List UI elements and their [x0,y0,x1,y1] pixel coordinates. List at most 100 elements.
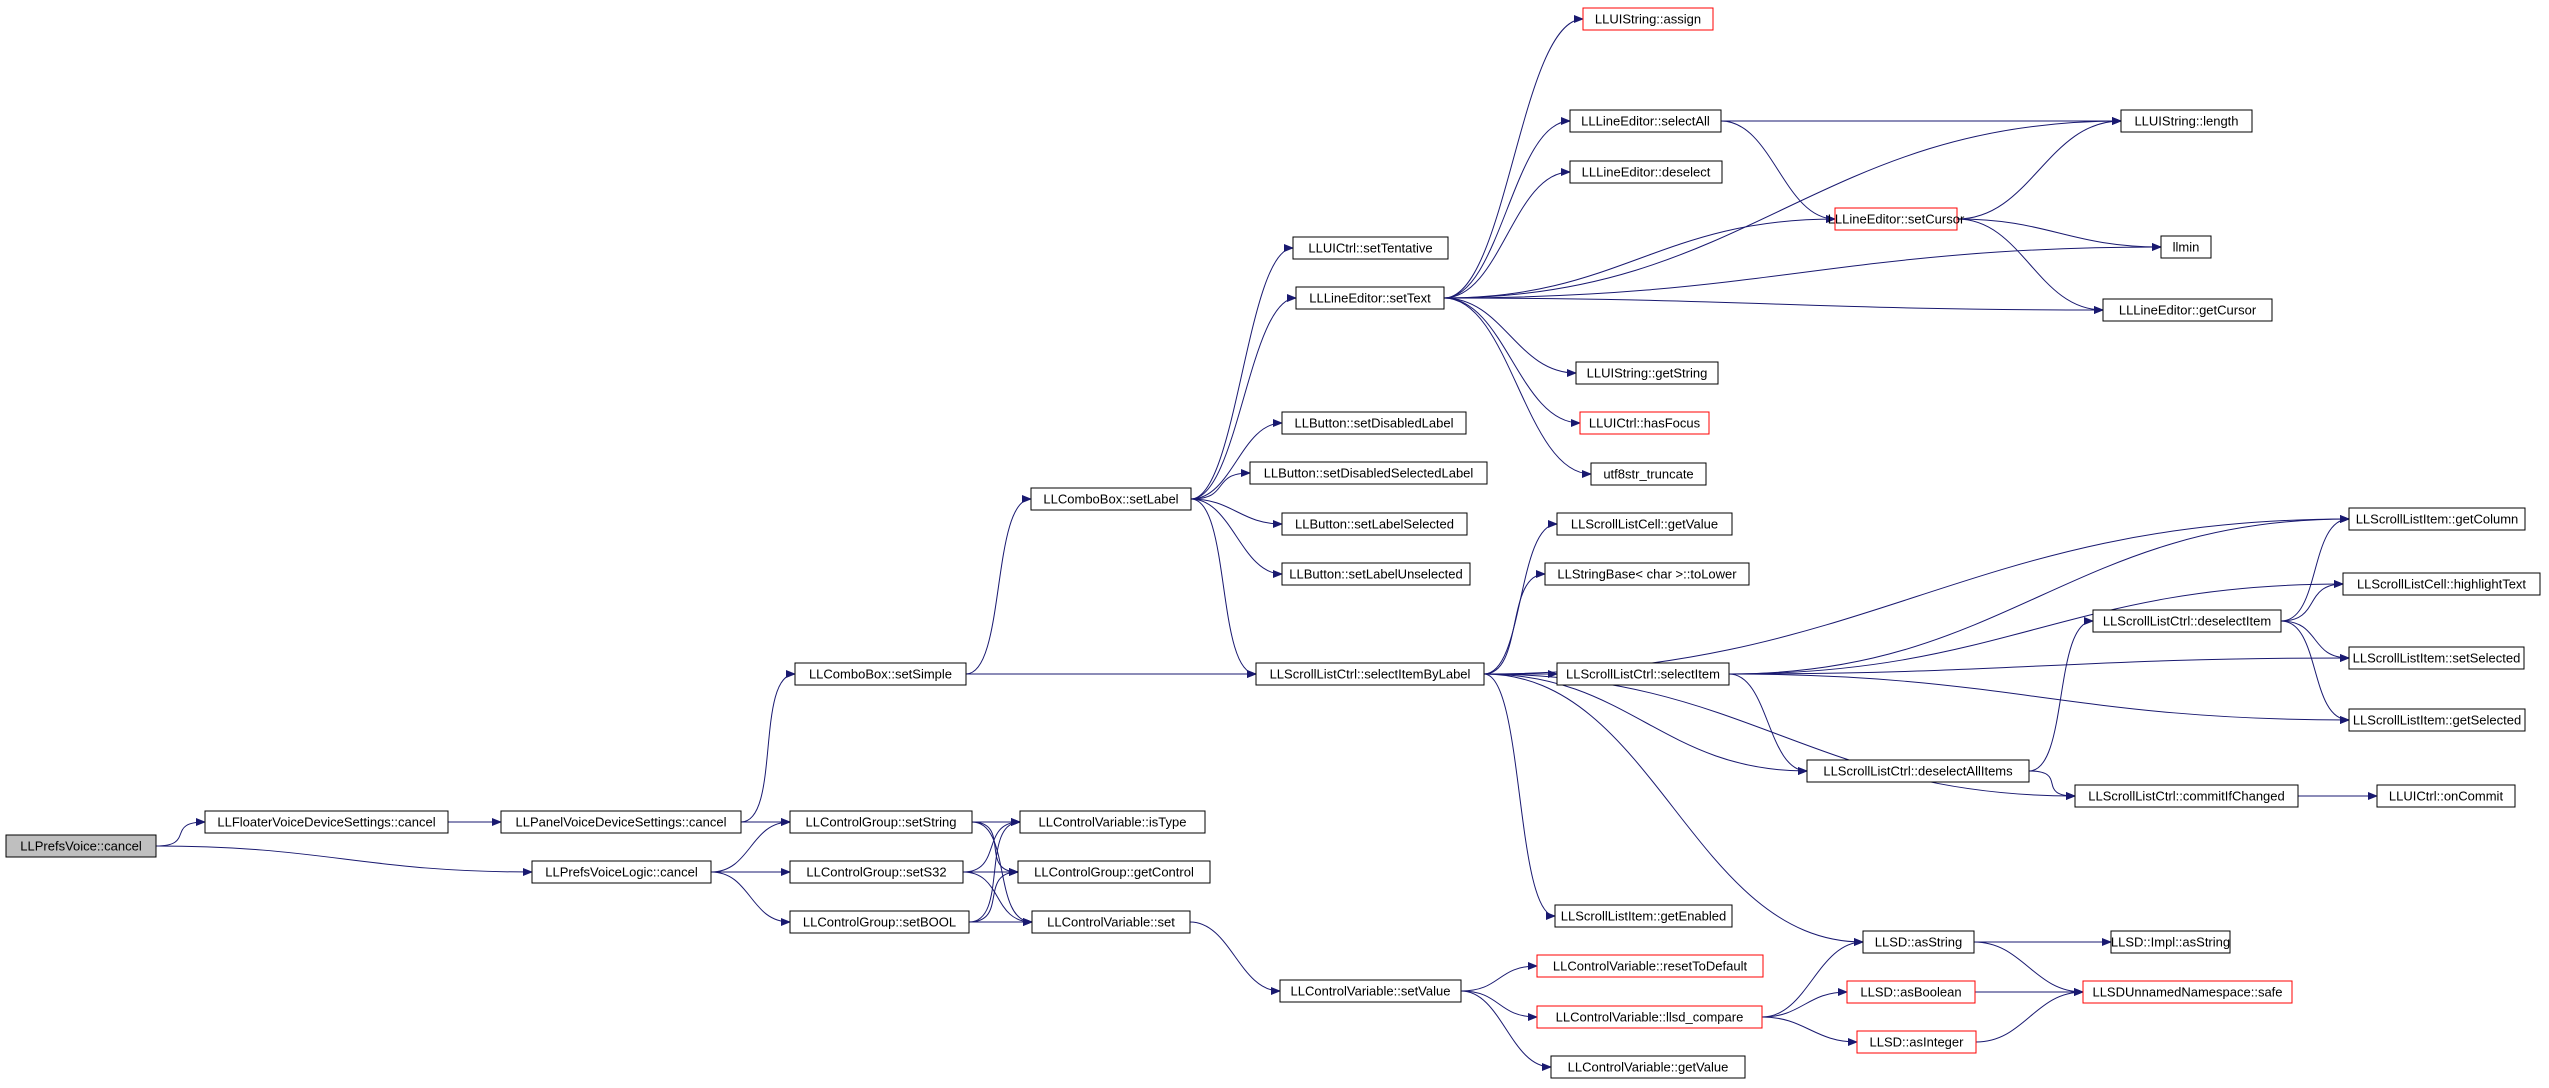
edge-arrow [1189,921,1281,995]
node-llscrolllistctrl-deselectitem[interactable]: LLScrollListCtrl::deselectItem [2092,609,2282,633]
edge-arrow [968,868,1019,923]
edge-arrow [1443,117,2122,299]
node-llsd-impl-asstring[interactable]: LLSD::Impl::asString [2110,930,2231,954]
edge-arrow [1761,988,1848,1018]
node-label: LLScrollListItem::getColumn [2356,512,2519,527]
node-box [1536,1005,1763,1029]
node-llbutton-setdisabledlabel[interactable]: LLButton::setDisabledLabel [1281,411,1467,435]
node-llcontrolgroup-setstring[interactable]: LLControlGroup::setString [789,810,973,834]
node-llscrolllistctrl-deselectallitems[interactable]: LLScrollListCtrl::deselectAllItems [1806,759,2030,783]
node-llpanelvoicedevicesettings-cancel[interactable]: LLPanelVoiceDeviceSettings::cancel [500,810,742,834]
node-box [1554,904,1733,928]
node-llprefsvoice-cancel[interactable]: LLPrefsVoice::cancel [5,834,157,858]
node-llcombobox-setsimple[interactable]: LLComboBox::setSimple [794,662,967,686]
node-box [1582,7,1714,31]
node-box [1281,512,1468,536]
node-llscrolllistitem-getenabled[interactable]: LLScrollListItem::getEnabled [1554,904,1733,928]
edge-arrow [1190,498,1257,678]
node-lluictrl-oncommit[interactable]: LLUICtrl::onCommit [2376,784,2516,808]
node-llscrolllistcell-highlighttext[interactable]: LLScrollListCell::highlightText [2342,572,2541,596]
node-box [1017,860,1211,884]
node-lluistring-length[interactable]: LLUIString::length [2120,109,2253,133]
node-label: LLLineEditor::deselect [1582,165,1711,180]
edge-arrow [1483,515,2350,675]
node-box [1575,361,1719,385]
edge-arrow [1460,990,1552,1071]
node-label: LLControlVariable::resetToDefault [1553,959,1748,974]
node-lluistring-assign[interactable]: LLUIString::assign [1582,7,1714,31]
node-llcontrolvariable-setvalue[interactable]: LLControlVariable::setValue [1279,979,1462,1003]
edge-arrow [2028,770,2076,800]
node-llcontrolvariable-getvalue[interactable]: LLControlVariable::getValue [1550,1055,1746,1079]
node-llscrolllistitem-getcolumn[interactable]: LLScrollListItem::getColumn [2348,507,2526,531]
node-llscrolllistcell-getvalue[interactable]: LLScrollListCell::getValue [1556,512,1733,536]
node-label: LLButton::setLabelUnselected [1289,567,1462,582]
node-lllineeditor-getcursor[interactable]: LLLineEditor::getCursor [2102,298,2273,322]
node-label: LLControlGroup::setString [805,815,956,830]
node-lluictrl-settentative[interactable]: LLUICtrl::setTentative [1292,236,1449,260]
node-box [1569,160,1723,184]
node-llcombobox-setlabel[interactable]: LLComboBox::setLabel [1030,487,1192,511]
node-llsd-asboolean[interactable]: LLSD::asBoolean [1846,980,1976,1004]
edge-arrow [1956,117,2122,220]
node-label: LLFloaterVoiceDeviceSettings::cancel [217,815,435,830]
edge-arrow [1443,15,1584,299]
node-label: utf8str_truncate [1603,467,1693,482]
node-label: LLPanelVoiceDeviceSettings::cancel [515,815,726,830]
node-llsd-asinteger[interactable]: LLSD::asInteger [1856,1030,1977,1054]
node-lluictrl-hasfocus[interactable]: LLUICtrl::hasFocus [1579,411,1710,435]
node-label: LLSDUnnamedNamespace::safe [2092,985,2282,1000]
node-box [1579,411,1710,435]
node-llscrolllistctrl-selectitem[interactable]: LLScrollListCtrl::selectItem [1556,662,1730,686]
node-llcontrolvariable-istype[interactable]: LLControlVariable::isType [1019,810,1206,834]
edge-arrow [2028,617,2094,772]
node-label: LLScrollListItem::getEnabled [1561,909,1726,924]
edge-arrow [1728,515,2350,675]
node-llscrolllistctrl-commitifchanged[interactable]: LLScrollListCtrl::commitIfChanged [2074,784,2299,808]
edge-arrow [1190,294,1297,500]
node-box [1295,286,1445,310]
node-llprefsvoicelogic-cancel[interactable]: LLPrefsVoiceLogic::cancel [531,860,712,884]
node-label: LLScrollListCtrl::selectItem [1566,667,1720,682]
node-llcontrolgroup-sets32[interactable]: LLControlGroup::setS32 [789,860,964,884]
node-lllineeditor-setcursor[interactable]: LLLineEditor::setCursor [1828,207,1965,231]
node-label: LLPrefsVoice::cancel [20,839,142,854]
node-box [2376,784,2516,808]
node-llbutton-setdisabledselectedlabel[interactable]: LLButton::setDisabledSelectedLabel [1249,461,1488,485]
node-label: LLButton::setDisabledSelectedLabel [1264,466,1474,481]
node-box [794,662,967,686]
node-llcontrolvariable-llsd-compare[interactable]: LLControlVariable::llsd_compare [1536,1005,1763,1029]
node-llcontrolvariable-set[interactable]: LLControlVariable::set [1031,910,1191,934]
node-lluistring-getstring[interactable]: LLUIString::getString [1575,361,1719,385]
node-llscrolllistctrl-selectitembylabel[interactable]: LLScrollListCtrl::selectItemByLabel [1255,662,1485,686]
node-label: LLSD::asInteger [1870,1035,1965,1050]
node-utf8str-truncate[interactable]: utf8str_truncate [1590,462,1707,486]
node-lllineeditor-settext[interactable]: LLLineEditor::setText [1295,286,1445,310]
node-llcontrolvariable-resettodefault[interactable]: LLControlVariable::resetToDefault [1536,954,1764,978]
node-llcontrolgroup-getcontrol[interactable]: LLControlGroup::getControl [1017,860,1211,884]
node-lllineeditor-selectall[interactable]: LLLineEditor::selectAll [1569,109,1722,133]
node-label: LLScrollListCtrl::selectItemByLabel [1270,667,1471,682]
node-llbutton-setlabelunselected[interactable]: LLButton::setLabelUnselected [1281,562,1471,586]
node-label: LLPrefsVoiceLogic::cancel [545,865,698,880]
node-llscrolllistitem-setselected[interactable]: LLScrollListItem::setSelected [2348,646,2525,670]
node-box [1834,207,1958,231]
node-box [1556,662,1730,686]
edge-layer [155,15,2378,1071]
node-box [1255,662,1485,686]
node-lllineeditor-deselect[interactable]: LLLineEditor::deselect [1569,160,1723,184]
node-box [1846,980,1976,1004]
node-llsd-asstring[interactable]: LLSD::asString [1862,930,1975,954]
node-llscrolllistitem-getselected[interactable]: LLScrollListItem::getSelected [2348,708,2526,732]
node-label: LLControlGroup::setS32 [806,865,946,880]
node-llbutton-setlabelselected[interactable]: LLButton::setLabelSelected [1281,512,1468,536]
node-llfloatervoicedevicesettings-cancel[interactable]: LLFloaterVoiceDeviceSettings::cancel [204,810,449,834]
node-llmin[interactable]: llmin [2160,235,2212,259]
edge-arrow [2280,580,2344,622]
node-llstringbase-char-tolower[interactable]: LLStringBase< char >::toLower [1544,562,1750,586]
node-label: LLScrollListCtrl::deselectItem [2103,614,2271,629]
edge-arrow [1728,673,2350,724]
node-llcontrolgroup-setbool[interactable]: LLControlGroup::setBOOL [789,910,970,934]
node-llsdunnamednamespace-safe[interactable]: LLSDUnnamedNamespace::safe [2082,980,2293,1004]
